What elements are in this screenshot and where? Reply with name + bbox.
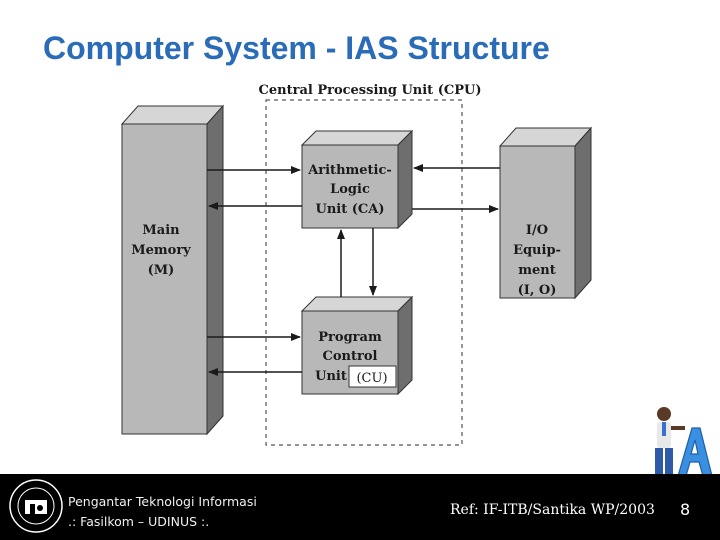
alu-label-3: Unit (CA) [316,202,385,217]
cu-tag-box [348,365,397,388]
alu-label-1: Arithmetic- [307,163,392,178]
pcu-label-2: Control [323,349,378,364]
footer-course-title: Pengantar Teknologi Informasi [68,494,257,509]
main-memory-label-1: Main [142,223,180,238]
alu-label-2: Logic [330,182,370,197]
university-seal-logo-icon [9,479,63,533]
io-label-4: (I, O) [518,283,557,298]
cu-tag: (CU) [356,371,387,386]
mascot-letter-a-figure-icon [653,407,712,478]
ias-structure-diagram: Central Processing Unit (CPU) Main Memor… [120,83,593,446]
io-label-2: Equip- [513,243,561,258]
io-label-1: I/O [526,223,548,238]
main-memory-label-2: Memory [131,243,191,258]
footer-course: Pengantar Teknologi Informasi .: Fasilko… [68,492,257,532]
slide-title: Computer System - IAS Structure [43,30,550,66]
main-memory-label-3: (M) [148,263,175,278]
page-number: 8 [680,500,691,519]
pcu-label-1: Program [318,330,382,345]
io-equipment-box: I/O Equip- ment (I, O) [498,126,593,300]
cpu-label: Central Processing Unit (CPU) [259,83,482,98]
footer-faculty: .: Fasilkom – UDINUS :. [68,514,210,529]
main-memory-box: Main Memory (M) [120,104,225,436]
footer-reference: Ref: IF-ITB/Santika WP/2003 [450,502,655,518]
pcu-label-3: Unit [315,369,347,384]
program-control-unit-box: Program Control Unit (CU) [300,295,414,396]
footer-bar [0,474,720,540]
cpu-boundary [265,99,463,446]
alu-box: Arithmetic- Logic Unit (CA) [300,129,414,230]
io-label-3: ment [518,263,555,278]
